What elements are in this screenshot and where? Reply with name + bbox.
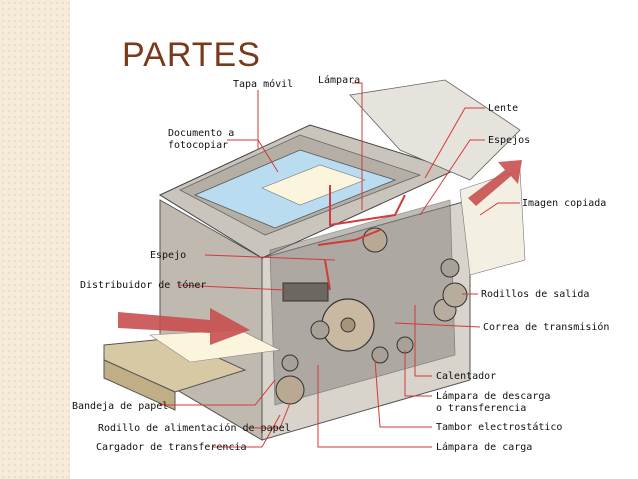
light-path-3 [324,259,331,291]
photocopier-illustration [103,79,526,441]
label-tambor: Tambor electrostático [436,421,562,433]
roller-6 [440,258,460,278]
label-documento-2: fotocopiar [168,140,228,151]
drum-center [340,317,356,333]
document-sheet [261,164,366,206]
label-lente: Lente [488,103,518,114]
roller-transfer [310,320,330,340]
roller-2 [371,346,389,364]
roller-5 [442,282,468,308]
label-imagen-copiada: Imagen copiada [522,198,606,209]
label-bandeja: Bandeja de papel [72,401,168,412]
labels: Tapa móvil Lámpara Lente Espejos Documen… [72,74,609,453]
label-cargador: Cargador de transferencia [96,442,247,453]
label-espejos: Espejos [488,135,530,146]
roller-1 [281,354,299,372]
paper-tray-edge [103,359,176,411]
label-calentador: Calentador [436,371,496,382]
paper-in-arrow [118,308,250,345]
label-lampara-descarga-1: Lámpara de descarga [436,390,550,402]
page-title: PARTES [122,38,261,72]
toner-distributor [282,282,329,302]
label-lampara-descarga-2: o transferencia [436,403,526,414]
label-lampara: Lámpara [318,74,360,86]
output-tray [349,79,521,181]
light-path-2 [317,229,381,246]
decorative-side-strip [0,0,70,479]
label-documento-1: Documento a [168,128,234,139]
copy-out-arrow [468,160,522,206]
label-rodillo-alimentacion: Rodillo de alimentación de papel [98,422,291,434]
light-path [329,185,406,227]
label-correa: Correa de transmisión [483,321,609,333]
leader-lines [160,82,520,448]
roller-feed [275,375,305,405]
label-tapa-movil: Tapa móvil [233,78,293,90]
label-espejo: Espejo [150,250,186,261]
label-lampara-carga: Lámpara de carga [436,441,532,453]
label-rodillos-salida: Rodillos de salida [481,289,589,300]
label-distribuidor: Distribuidor de tóner [80,279,206,291]
